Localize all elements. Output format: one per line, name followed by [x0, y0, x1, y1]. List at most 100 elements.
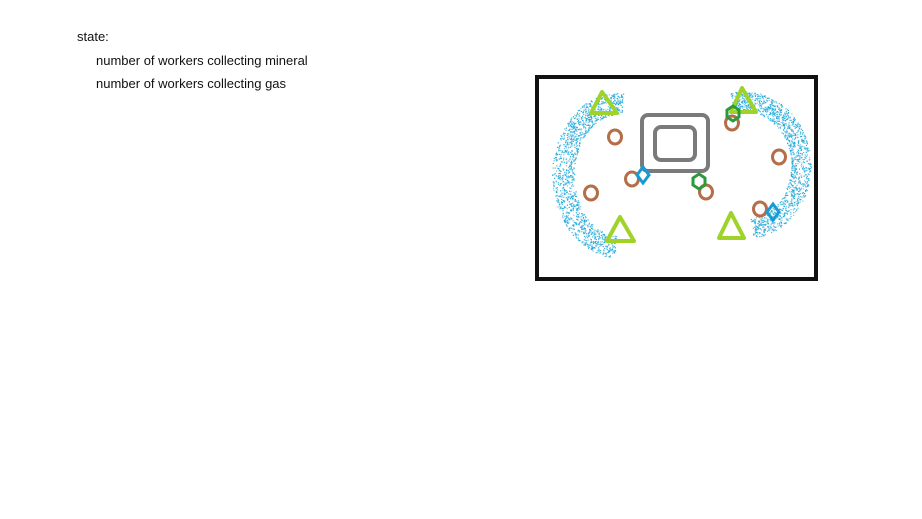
mineral-dot [587, 246, 589, 248]
hexagon-marker-2 [691, 172, 707, 191]
mineral-dot [568, 222, 570, 224]
mineral-dot [568, 129, 570, 131]
mineral-dot [799, 152, 802, 155]
mineral-dot [802, 133, 804, 135]
mineral-dot [594, 241, 597, 243]
mineral-dot [567, 212, 569, 214]
mineral-dot [570, 119, 572, 121]
mineral-dot [571, 177, 573, 179]
mineral-dot [614, 247, 616, 249]
mineral-dot [572, 125, 574, 127]
mineral-dot [577, 239, 579, 241]
mineral-dot [804, 174, 807, 176]
mineral-dot [810, 165, 812, 167]
mineral-dot [556, 159, 558, 161]
mineral-dot [801, 183, 803, 185]
mineral-dot [576, 202, 579, 204]
mineral-dot [590, 104, 592, 106]
mineral-dot [608, 114, 610, 116]
mineral-dot [785, 207, 787, 209]
mineral-dot [803, 159, 805, 161]
mineral-dot [790, 119, 792, 121]
mineral-dot [577, 214, 579, 216]
mineral-dot [794, 119, 796, 121]
mineral-dot [768, 114, 770, 116]
mineral-dot [758, 225, 760, 227]
mineral-dot [567, 214, 569, 216]
mineral-dot [772, 108, 774, 110]
mineral-dot [571, 181, 574, 183]
mineral-dot [604, 98, 606, 100]
mineral-dot [563, 137, 565, 139]
mineral-dot [784, 209, 787, 211]
mineral-dot [762, 108, 764, 110]
mineral-dot [559, 147, 561, 149]
mineral-dot [810, 167, 813, 169]
mineral-dot [585, 241, 587, 244]
mineral-dot [788, 112, 790, 114]
mineral-dot [564, 151, 567, 153]
mineral-dot [560, 194, 562, 196]
mineral-dot [567, 172, 570, 174]
mineral-dot [805, 155, 808, 157]
mineral-dot [579, 132, 581, 134]
mineral-dot [555, 175, 558, 177]
mineral-dot [561, 150, 563, 152]
mineral-dot [778, 118, 780, 120]
mineral-dot [555, 157, 557, 159]
mineral-dot [783, 204, 785, 206]
mineral-dot [777, 117, 779, 119]
mineral-dot [736, 102, 738, 104]
mineral-dot [587, 115, 589, 117]
mineral-dot [765, 228, 767, 230]
mineral-dot [606, 253, 608, 255]
mineral-dot [618, 109, 620, 111]
mineral-dot [555, 191, 557, 194]
mineral-dot [800, 166, 802, 168]
mineral-dot [585, 216, 587, 218]
mineral-dot [605, 252, 607, 254]
mineral-dot [789, 126, 791, 129]
mineral-dot [796, 203, 798, 205]
mineral-dot [588, 119, 590, 122]
mineral-dot [590, 127, 593, 129]
mineral-dot [558, 168, 560, 170]
mineral-dot [576, 208, 578, 210]
mineral-dot [806, 167, 808, 169]
mineral-dot [562, 214, 564, 216]
mineral-dot [754, 93, 756, 95]
mineral-dot [802, 168, 804, 170]
mineral-dot [777, 216, 779, 218]
mineral-dot [578, 212, 580, 214]
mineral-dot [790, 145, 792, 147]
mineral-dot [795, 156, 797, 158]
mineral-dot [568, 183, 571, 185]
circle-marker-1 [607, 128, 623, 146]
mineral-dot [580, 134, 582, 136]
mineral-dot [558, 169, 560, 171]
mineral-dot [807, 163, 809, 165]
mineral-dot [579, 115, 581, 117]
mineral-dot [748, 93, 750, 95]
mineral-dot [586, 130, 588, 132]
mineral-dot [804, 154, 806, 156]
mineral-dot [589, 242, 591, 244]
triangle-marker-bottom-left [605, 215, 636, 243]
mineral-dot [760, 218, 762, 220]
mineral-dot [588, 231, 590, 234]
mineral-dot [792, 145, 794, 148]
mineral-dot [793, 144, 795, 146]
mineral-dot [798, 178, 800, 180]
mineral-dot [571, 171, 573, 173]
mineral-dot [612, 244, 614, 246]
mineral-dot [562, 152, 564, 154]
mineral-dot [792, 205, 794, 207]
mineral-dot [575, 207, 577, 209]
mineral-dot [558, 147, 560, 149]
mineral-dot [590, 126, 593, 128]
mineral-dot [580, 226, 582, 228]
mineral-dot [802, 141, 804, 143]
mineral-dot [793, 145, 795, 147]
mineral-dot [577, 138, 579, 140]
mineral-dot [603, 238, 605, 241]
